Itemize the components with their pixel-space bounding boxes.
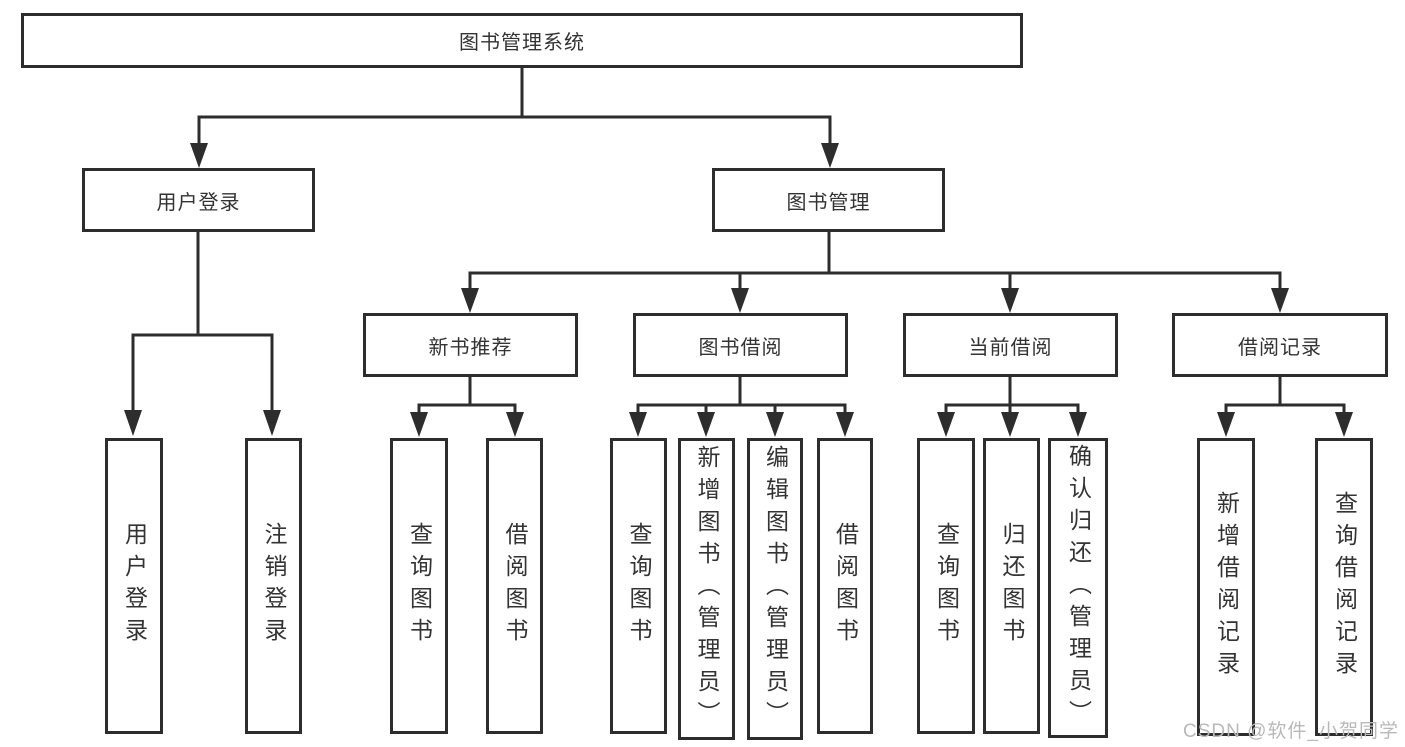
node-new-book-recommend: 新书推荐	[363, 313, 578, 377]
leaf-query-book-current: 查询图书	[917, 438, 975, 734]
leaf-borrow-book-recommend: 借阅图书	[486, 438, 543, 734]
leaf-query-book-borrowing: 查询图书	[610, 438, 667, 734]
node-user-login: 用户登录	[82, 168, 315, 232]
leaf-borrow-book-borrowing: 借阅图书	[817, 438, 873, 734]
leaf-query-borrow-record: 查询借阅记录	[1315, 438, 1373, 736]
watermark: CSDN @软件_小贺同学	[1183, 721, 1399, 742]
leaf-confirm-return-admin: 确认归还（管理员）	[1048, 438, 1108, 738]
node-borrow-records: 借阅记录	[1172, 313, 1388, 377]
leaf-query-book-recommend: 查询图书	[390, 438, 448, 734]
leaf-edit-book-admin: 编辑图书（管理员）	[747, 438, 803, 740]
leaf-add-book-admin: 新增图书（管理员）	[678, 438, 735, 740]
node-book-management: 图书管理	[712, 168, 945, 232]
leaf-return-book: 归还图书	[983, 438, 1040, 734]
node-library-system: 图书管理系统	[21, 13, 1023, 68]
leaf-logout: 注销登录	[245, 438, 302, 734]
leaf-user-login: 用户登录	[105, 438, 163, 734]
node-book-borrowing: 图书借阅	[633, 313, 848, 377]
node-current-borrowing: 当前借阅	[903, 313, 1118, 377]
leaf-add-borrow-record: 新增借阅记录	[1197, 438, 1255, 736]
